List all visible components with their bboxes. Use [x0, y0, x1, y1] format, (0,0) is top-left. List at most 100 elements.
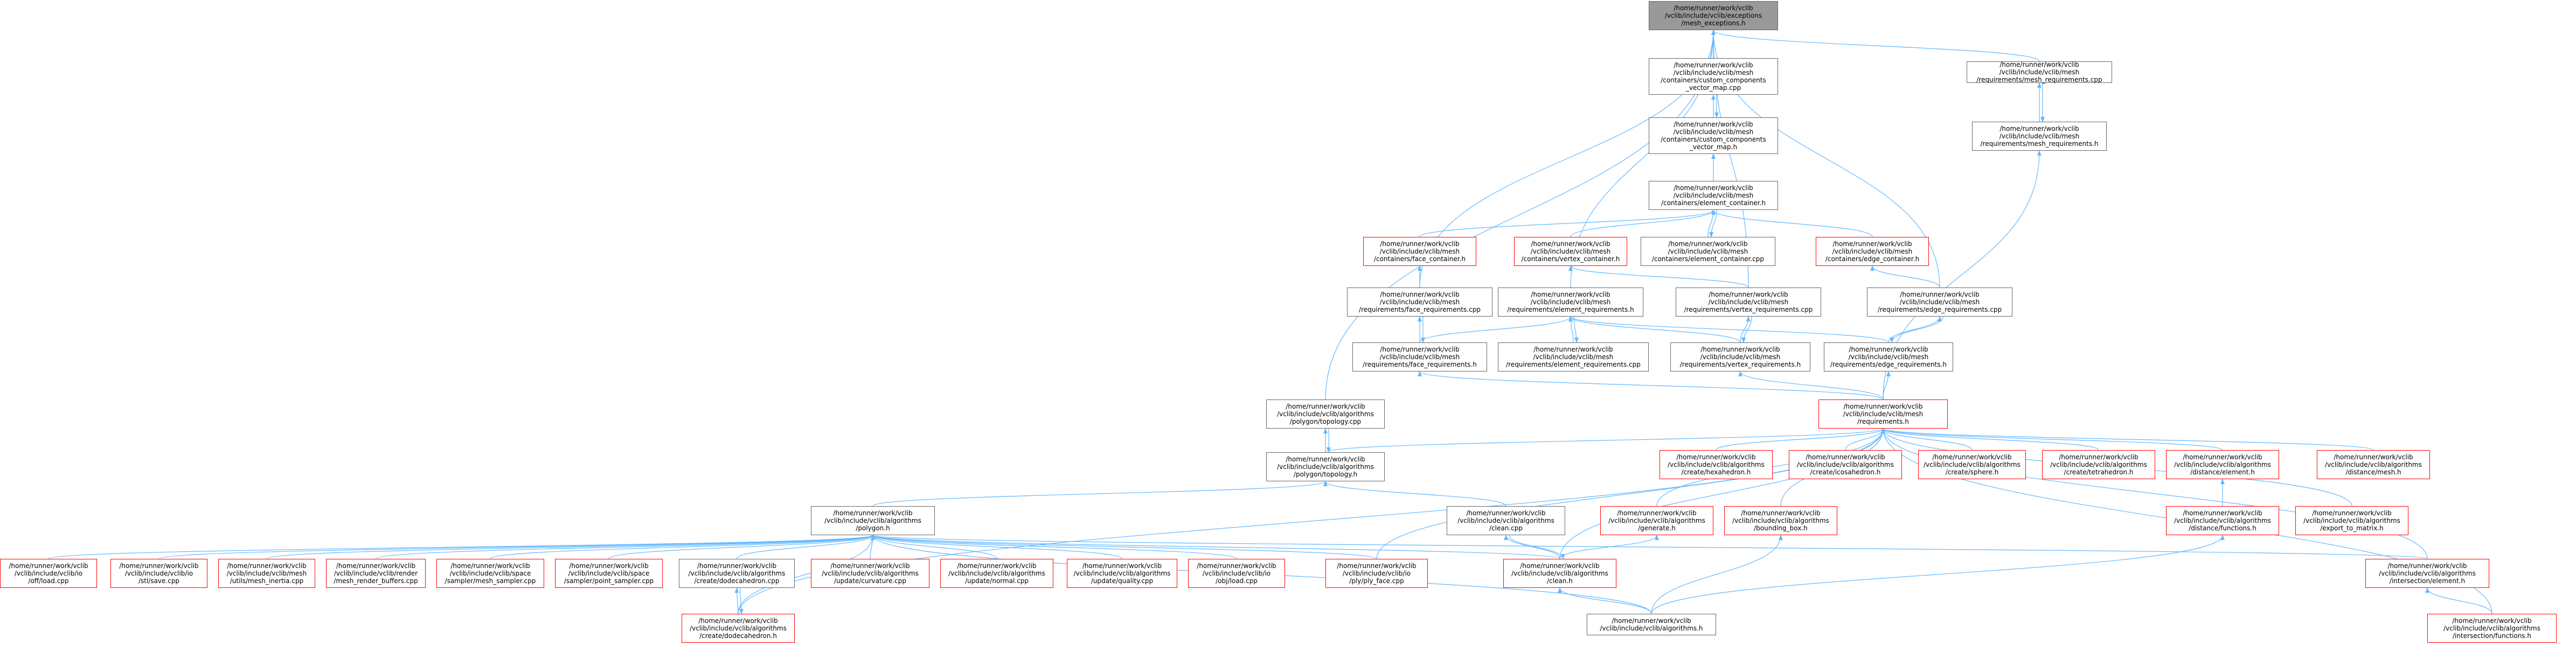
node-label-line: /home/runner/work/vclib: [227, 562, 307, 570]
node-label-line: /create/icosahedron.h: [1810, 468, 1881, 476]
node-mesh-requirements-cpp[interactable]: /home/runner/work/vclib/vclib/include/vc…: [1967, 61, 2112, 83]
node-polygon-topology-h[interactable]: /home/runner/work/vclib/vclib/include/vc…: [1266, 452, 1385, 481]
dependency-edge: [1558, 587, 1652, 614]
node-clean-h[interactable]: /home/runner/work/vclib/vclib/include/vc…: [1503, 559, 1616, 588]
node-stl-save-cpp[interactable]: /home/runner/work/vclib/vclib/include/vc…: [110, 559, 207, 588]
node-requirements-h[interactable]: /home/runner/work/vclib/vclib/include/vc…: [1818, 399, 1948, 429]
node-label-line: /home/runner/work/vclib: [9, 562, 88, 570]
node-distance-mesh-h[interactable]: /home/runner/work/vclib/vclib/include/vc…: [2317, 450, 2430, 479]
node-vertex-container-h[interactable]: /home/runner/work/vclib/vclib/include/vc…: [1514, 237, 1627, 266]
node-face-requirements-cpp[interactable]: /home/runner/work/vclib/vclib/include/vc…: [1347, 288, 1492, 317]
node-label-line: /obj/load.cpp: [1216, 577, 1258, 585]
dependency-edge: [1419, 316, 1573, 343]
node-create-dodecahedron-cpp[interactable]: /home/runner/work/vclib/vclib/include/vc…: [679, 559, 795, 588]
node-create-sphere-h[interactable]: /home/runner/work/vclib/vclib/include/vc…: [1918, 450, 2026, 479]
dependency-edge: [1881, 428, 1973, 451]
node-create-dodecahedron-h[interactable]: /home/runner/work/vclib/vclib/include/vc…: [682, 614, 795, 643]
node-label-line: /polygon/topology.cpp: [1289, 418, 1362, 425]
node-label-line: /vclib/include/vclib/mesh: [1673, 192, 1754, 199]
node-intersection-functions-h[interactable]: /home/runner/work/vclib/vclib/include/vc…: [2427, 614, 2557, 643]
dependency-edge: [1709, 209, 1717, 237]
node-label-line: /off/load.cpp: [28, 577, 69, 585]
node-label-line: /clean.cpp: [1489, 524, 1523, 532]
node-face-requirements-h[interactable]: /home/runner/work/vclib/vclib/include/vc…: [1352, 342, 1487, 371]
node-label-line: /home/runner/work/vclib: [569, 562, 649, 570]
node-off-load-cpp[interactable]: /home/runner/work/vclib/vclib/include/vc…: [0, 559, 97, 588]
node-label-line: /vclib/include/vclib/io: [1342, 570, 1411, 577]
node-label-line: /home/runner/work/vclib: [1674, 4, 1753, 12]
dependency-edge: [871, 535, 1560, 559]
node-custom-components-vector-map-cpp[interactable]: /home/runner/work/vclib/vclib/include/vc…: [1649, 58, 1778, 95]
node-label-line: /home/runner/work/vclib: [2387, 562, 2467, 570]
node-label-line: /create/dodecahedron.cpp: [694, 577, 780, 585]
node-update-curvature-cpp[interactable]: /home/runner/work/vclib/vclib/include/vc…: [811, 559, 929, 588]
node-label-line: /home/runner/work/vclib: [1520, 562, 1600, 570]
node-label-line: /containers/edge_container.h: [1825, 255, 1920, 263]
node-label-line: /distance/mesh.h: [2345, 468, 2401, 476]
node-intersection-element-h[interactable]: /home/runner/work/vclib/vclib/include/vc…: [2365, 559, 2489, 588]
dependency-edge: [1881, 428, 2374, 451]
node-label-line: /home/runner/work/vclib: [2452, 617, 2532, 625]
node-label-line: /vclib/include/vclib/mesh: [1708, 298, 1789, 306]
node-create-tetrahedron-h[interactable]: /home/runner/work/vclib/vclib/include/vc…: [2042, 450, 2155, 479]
node-element-requirements-h[interactable]: /home/runner/work/vclib/vclib/include/vc…: [1498, 288, 1643, 317]
node-label-line: /vclib/include/vclib/render: [334, 570, 418, 577]
node-distance-element-h[interactable]: /home/runner/work/vclib/vclib/include/vc…: [2166, 450, 2279, 479]
node-face-container-h[interactable]: /home/runner/work/vclib/vclib/include/vc…: [1363, 237, 1476, 266]
node-bounding-box-h[interactable]: /home/runner/work/vclib/vclib/include/vc…: [1724, 506, 1837, 535]
node-update-quality-cpp[interactable]: /home/runner/work/vclib/vclib/include/vc…: [1067, 559, 1177, 588]
node-ply-face-cpp[interactable]: /home/runner/work/vclib/vclib/include/vc…: [1325, 559, 1428, 588]
node-label-line: /home/runner/work/vclib: [1806, 453, 1885, 461]
node-custom-components-vector-map-h[interactable]: /home/runner/work/vclib/vclib/include/vc…: [1649, 117, 1778, 154]
node-mesh-sampler-cpp[interactable]: /home/runner/work/vclib/vclib/include/vc…: [436, 559, 544, 588]
node-label-line: /home/runner/work/vclib: [1674, 184, 1753, 192]
node-label-line: /home/runner/work/vclib: [1999, 125, 2079, 132]
dependency-edge: [1888, 316, 1942, 343]
node-edge-requirements-cpp[interactable]: /home/runner/work/vclib/vclib/include/vc…: [1867, 288, 2012, 317]
node-label-line: /vclib/include/vclib/space: [568, 570, 650, 577]
node-clean-cpp[interactable]: /home/runner/work/vclib/vclib/include/vc…: [1447, 506, 1565, 535]
node-label-line: /requirements/mesh_requirements.cpp: [1976, 76, 2102, 83]
node-label-line: /home/runner/work/vclib: [1533, 346, 1613, 353]
node-label-line: /intersection/element.h: [2389, 577, 2466, 585]
node-polygon-h[interactable]: /home/runner/work/vclib/vclib/include/vc…: [811, 506, 935, 535]
node-polygon-topology-cpp[interactable]: /home/runner/work/vclib/vclib/include/vc…: [1266, 399, 1385, 429]
node-label-line: /vclib/include/vclib/algorithms: [1277, 463, 1374, 471]
node-element-container-h[interactable]: /home/runner/work/vclib/vclib/include/vc…: [1649, 181, 1778, 210]
node-label-line: /home/runner/work/vclib: [830, 562, 910, 570]
node-label-line: /stl/save.cpp: [138, 577, 180, 585]
dependency-edge: [1568, 316, 1889, 343]
node-vertex-requirements-h[interactable]: /home/runner/work/vclib/vclib/include/vc…: [1670, 342, 1810, 371]
node-mesh-exceptions-h[interactable]: /home/runner/work/vclib/vclib/include/vc…: [1649, 1, 1778, 30]
node-label-line: /vclib/include/vclib/mesh: [1700, 353, 1781, 361]
dependency-edge: [1740, 316, 1751, 343]
node-element-requirements-cpp[interactable]: /home/runner/work/vclib/vclib/include/vc…: [1498, 342, 1649, 371]
node-label-line: /vclib/include/vclib/algorithms: [2443, 625, 2540, 632]
node-label-line: /requirements/edge_requirements.h: [1830, 361, 1947, 368]
node-edge-container-h[interactable]: /home/runner/work/vclib/vclib/include/vc…: [1816, 237, 1929, 266]
node-vertex-requirements-cpp[interactable]: /home/runner/work/vclib/vclib/include/vc…: [1676, 288, 1821, 317]
node-distance-functions-h[interactable]: /home/runner/work/vclib/vclib/include/vc…: [2166, 506, 2279, 535]
node-create-icosahedron-h[interactable]: /home/runner/work/vclib/vclib/include/vc…: [1789, 450, 1902, 479]
node-label-line: /vclib/include/vclib/algorithms: [948, 570, 1045, 577]
node-label-line: /vclib/include/vclib/algorithms: [2050, 461, 2147, 468]
node-mesh-inertia-cpp[interactable]: /home/runner/work/vclib/vclib/include/vc…: [218, 559, 315, 588]
node-edge-requirements-h[interactable]: /home/runner/work/vclib/vclib/include/vc…: [1824, 342, 1953, 371]
dependency-edge: [871, 535, 1123, 559]
dependency-edge: [1870, 265, 1940, 288]
node-mesh-render-buffers-cpp[interactable]: /home/runner/work/vclib/vclib/include/vc…: [326, 559, 426, 588]
node-mesh-requirements-h[interactable]: /home/runner/work/vclib/vclib/include/vc…: [1972, 122, 2107, 151]
node-algorithms-h[interactable]: /home/runner/work/vclib/vclib/include/vc…: [1587, 614, 1716, 635]
node-label-line: /vclib/include/vclib/mesh: [1832, 248, 1913, 255]
node-update-normal-cpp[interactable]: /home/runner/work/vclib/vclib/include/vc…: [940, 559, 1053, 588]
node-label-line: /vclib/include/vclib/algorithms: [1073, 570, 1171, 577]
node-generate-h[interactable]: /home/runner/work/vclib/vclib/include/vc…: [1600, 506, 1713, 535]
node-label-line: /export_to_matrix.h: [2320, 524, 2384, 532]
dependency-edge: [1323, 481, 1506, 507]
dependency-edge: [1568, 265, 1749, 288]
node-obj-load-cpp[interactable]: /home/runner/work/vclib/vclib/include/vc…: [1188, 559, 1285, 588]
node-element-container-cpp[interactable]: /home/runner/work/vclib/vclib/include/vc…: [1641, 237, 1775, 266]
node-export-to-matrix-h[interactable]: /home/runner/work/vclib/vclib/include/vc…: [2295, 506, 2408, 535]
node-create-hexahedron-h[interactable]: /home/runner/work/vclib/vclib/include/vc…: [1660, 450, 1773, 479]
node-point-sampler-cpp[interactable]: /home/runner/work/vclib/vclib/include/vc…: [555, 559, 663, 588]
